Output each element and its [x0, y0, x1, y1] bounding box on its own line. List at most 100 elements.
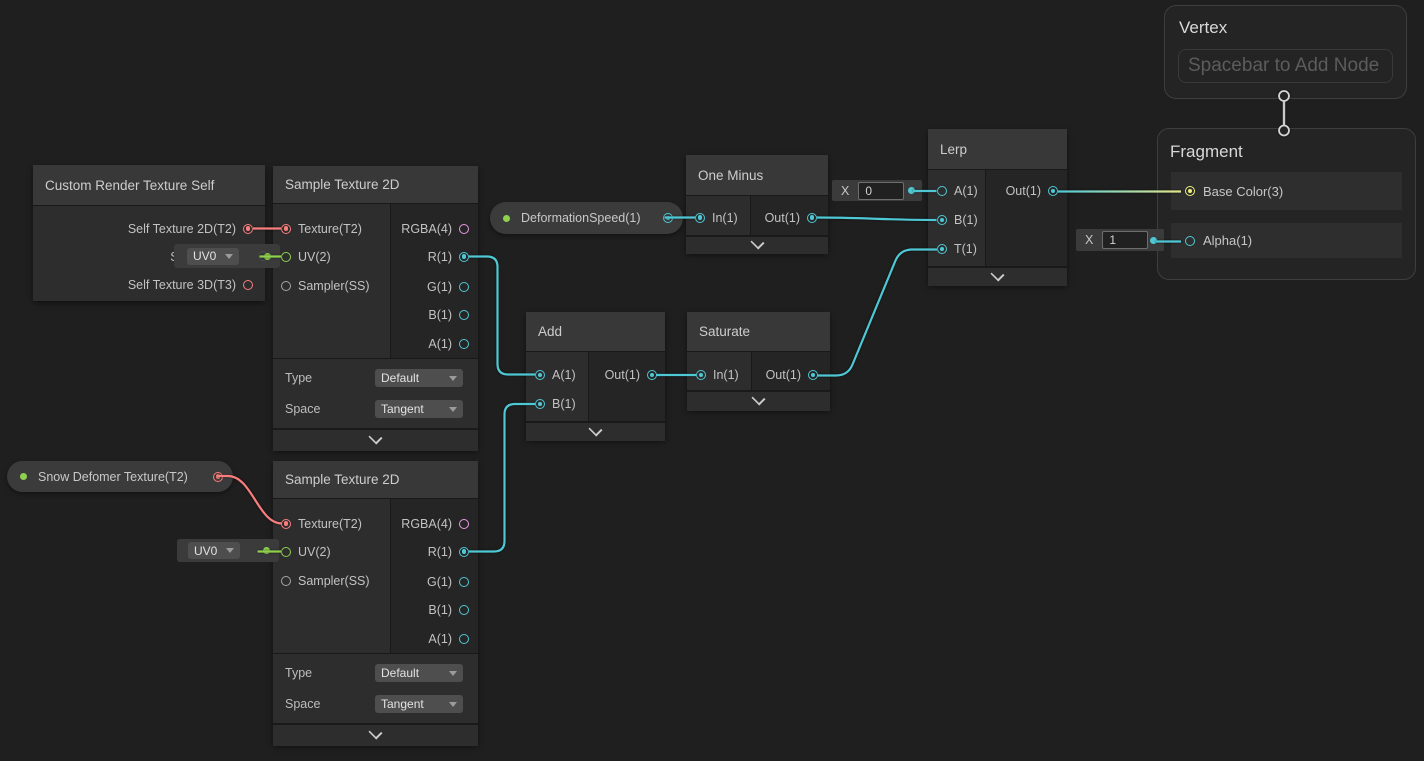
port-label: Out(1): [765, 368, 801, 382]
port-label: UV(2): [298, 249, 331, 264]
port-g-output[interactable]: [459, 281, 469, 292]
port-label: Out(1): [1005, 184, 1041, 198]
port-rgba-output[interactable]: [459, 223, 469, 234]
port-property-output[interactable]: [663, 213, 673, 223]
node-custom-render-texture-self[interactable]: Custom Render Texture Self Self Texture …: [33, 165, 265, 301]
collapse-bar[interactable]: [686, 235, 828, 254]
port-a-output[interactable]: [459, 633, 469, 644]
port-self-texture-3d-output[interactable]: [243, 280, 253, 290]
node-title-label: One Minus: [698, 167, 764, 183]
port-label: A(1): [428, 336, 452, 351]
collapse-chevron-icon: [749, 235, 765, 250]
port-in-input[interactable]: [696, 370, 706, 380]
node-lerp[interactable]: Lerp A(1) B(1) T(1) Out(1): [928, 129, 1067, 286]
uv-channel-inline-control-bottom: UV0: [177, 539, 279, 562]
inline-port-dot: [263, 547, 270, 554]
property-node-deformation-speed[interactable]: DeformationSpeed(1): [490, 202, 683, 234]
placeholder-label: Spacebar to Add Node: [1188, 55, 1380, 76]
node-sample-texture-2d-2[interactable]: Sample Texture 2D Texture(T2) UV(2) Samp…: [273, 461, 478, 746]
port-label: G(1): [427, 279, 452, 294]
uv-channel-value: UV0: [194, 543, 218, 558]
node-title[interactable]: Saturate: [687, 312, 830, 351]
port-label: Sampler(SS): [298, 279, 370, 293]
spacebar-add-node-hint[interactable]: Spacebar to Add Node: [1178, 49, 1393, 83]
port-label: G(1): [427, 574, 452, 589]
port-out-output[interactable]: [647, 370, 657, 380]
port-r-output[interactable]: [459, 251, 469, 262]
node-title[interactable]: Add: [526, 312, 665, 351]
port-texture-input[interactable]: [281, 518, 291, 529]
node-add[interactable]: Add A(1) B(1) Out(1): [526, 312, 665, 441]
port-base-color-input[interactable]: [1185, 186, 1195, 196]
wire-oneminus-to-lerp-b[interactable]: [816, 216, 937, 222]
node-title[interactable]: One Minus: [686, 155, 828, 195]
port-label: R(1): [427, 544, 452, 559]
uv-channel-dropdown[interactable]: UV0: [188, 542, 240, 559]
space-dropdown[interactable]: Tangent: [375, 400, 463, 418]
type-label: Type: [285, 371, 313, 385]
property-exposed-dot: [503, 214, 510, 222]
collapse-bar[interactable]: [687, 391, 830, 411]
port-label: Alpha(1): [1203, 233, 1253, 248]
port-out-output[interactable]: [807, 212, 817, 223]
collapse-bar[interactable]: [273, 724, 478, 746]
x-value-input[interactable]: 1: [1102, 231, 1149, 249]
node-vertex-master[interactable]: Vertex Spacebar to Add Node: [1164, 5, 1407, 99]
fragment-row-alpha[interactable]: Alpha(1): [1171, 223, 1402, 258]
port-b-input[interactable]: [937, 215, 947, 225]
port-label: Out(1): [604, 368, 640, 382]
lerp-a-inline-value: X 0: [832, 180, 922, 201]
port-a-output[interactable]: [459, 338, 469, 349]
port-property-output[interactable]: [213, 471, 223, 482]
space-dropdown[interactable]: Tangent: [375, 695, 463, 713]
port-label: Texture(T2): [298, 221, 362, 236]
collapse-bar[interactable]: [928, 266, 1067, 286]
port-label: B(1): [954, 213, 978, 227]
collapse-chevron-icon: [368, 725, 383, 740]
port-b-output[interactable]: [459, 310, 469, 320]
port-rgba-output[interactable]: [459, 518, 469, 529]
port-out-output[interactable]: [1048, 186, 1058, 196]
node-one-minus[interactable]: One Minus In(1) Out(1): [686, 155, 828, 254]
port-a-input[interactable]: [535, 370, 545, 380]
port-label: B(1): [552, 397, 576, 411]
property-node-snow-deformer-texture[interactable]: Snow Defomer Texture(T2): [7, 461, 233, 492]
port-sampler-input[interactable]: [281, 576, 291, 586]
port-t-input[interactable]: [937, 244, 947, 254]
type-dropdown[interactable]: Default: [375, 369, 463, 387]
port-alpha-input[interactable]: [1185, 235, 1195, 246]
port-uv-input[interactable]: [281, 251, 291, 262]
node-saturate[interactable]: Saturate In(1) Out(1): [687, 312, 830, 411]
input-column: [273, 499, 390, 653]
dropdown-arrow-icon: [226, 548, 234, 553]
port-b-input[interactable]: [535, 399, 545, 409]
port-b-output[interactable]: [459, 605, 469, 615]
port-texture-input[interactable]: [281, 223, 291, 234]
type-dropdown-value: Default: [381, 666, 420, 680]
collapse-bar[interactable]: [526, 421, 665, 441]
port-g-output[interactable]: [459, 576, 469, 587]
wire-saturate-to-lerp-t[interactable]: [817, 248, 937, 377]
vertex-title: Vertex: [1179, 18, 1228, 37]
type-dropdown-value: Default: [381, 371, 420, 385]
port-a-input[interactable]: [937, 186, 947, 196]
port-in-input[interactable]: [695, 212, 705, 223]
fragment-row-base-color[interactable]: Base Color(3): [1171, 172, 1402, 210]
node-sample-texture-2d-1[interactable]: Sample Texture 2D Texture(T2) UV(2) Samp…: [273, 166, 478, 451]
port-sampler-input[interactable]: [281, 281, 291, 291]
node-title[interactable]: Sample Texture 2D: [273, 166, 478, 203]
collapse-bar[interactable]: [273, 429, 478, 451]
node-title[interactable]: Custom Render Texture Self: [33, 165, 265, 205]
port-out-output[interactable]: [808, 370, 818, 380]
node-title[interactable]: Lerp: [928, 129, 1067, 169]
uv-channel-dropdown[interactable]: UV0: [187, 247, 239, 265]
port-r-output[interactable]: [459, 546, 469, 557]
node-title[interactable]: Sample Texture 2D: [273, 461, 478, 498]
port-uv-input[interactable]: [281, 546, 291, 557]
port-self-texture-2d-output[interactable]: [243, 223, 253, 234]
x-value-input[interactable]: 0: [858, 181, 905, 200]
port-label: Texture(T2): [298, 516, 362, 531]
node-fragment-master[interactable]: Fragment Base Color(3) Alpha(1): [1157, 128, 1416, 280]
type-dropdown[interactable]: Default: [375, 664, 463, 682]
port-row: Self Texture 2D(T2): [128, 219, 253, 239]
